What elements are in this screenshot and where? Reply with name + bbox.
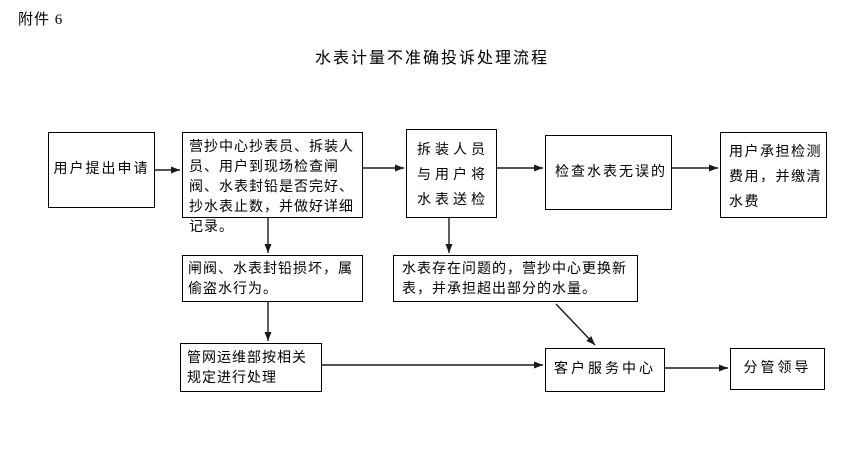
flow-box-send-meter-for-test-label: 拆装人员与用户将水表送检 [417, 143, 489, 208]
flow-box-pipeline-dept: 管网运维部按相关规定进行处理 [180, 343, 322, 392]
flow-box-site-inspection-label: 营抄中心抄表员、拆装人员、用户到现场检查闸阀、水表封铅是否完好、抄水表止数，并做… [189, 140, 354, 235]
arrow-meterfaulty-to-customerservice [555, 303, 596, 346]
flow-box-site-inspection: 营抄中心抄表员、拆装人员、用户到现场检查闸阀、水表封铅是否完好、抄水表止数，并做… [182, 132, 363, 235]
flow-box-seal-damaged-label: 闸阀、水表封铅损坏，属偷盗水行为。 [188, 262, 353, 297]
flow-box-pipeline-dept-label: 管网运维部按相关规定进行处理 [187, 351, 307, 386]
flow-box-user-bears-cost-label: 用户承担检测费用，并缴清水费 [729, 145, 822, 210]
flow-box-leader-in-charge-label: 分管领导 [743, 361, 812, 376]
flow-box-user-application-label: 用户提出申请 [53, 162, 150, 177]
flow-box-user-bears-cost: 用户承担检测费用，并缴清水费 [720, 132, 827, 218]
flow-box-user-application: 用户提出申请 [48, 132, 155, 208]
flow-box-customer-service-center: 客户服务中心 [545, 348, 665, 392]
attachment-label: 附件 6 [18, 12, 64, 28]
flow-box-customer-service-center-label: 客户服务中心 [554, 362, 656, 377]
flow-box-meter-faulty: 水表存在问题的，营抄中心更换新表，并承担超出部分的水量。 [393, 255, 638, 302]
page-title: 水表计量不准确投诉处理流程 [314, 50, 549, 67]
flow-box-leader-in-charge: 分管领导 [730, 348, 825, 390]
flow-box-seal-damaged: 闸阀、水表封铅损坏，属偷盗水行为。 [182, 255, 363, 302]
flow-box-meter-faulty-label: 水表存在问题的，营抄中心更换新表，并承担超出部分的水量。 [402, 262, 627, 297]
flow-box-send-meter-for-test: 拆装人员与用户将水表送检 [406, 129, 497, 218]
flow-box-meter-correct: 检查水表无误的 [545, 135, 672, 210]
flow-box-meter-correct-label: 检查水表无误的 [555, 164, 667, 180]
